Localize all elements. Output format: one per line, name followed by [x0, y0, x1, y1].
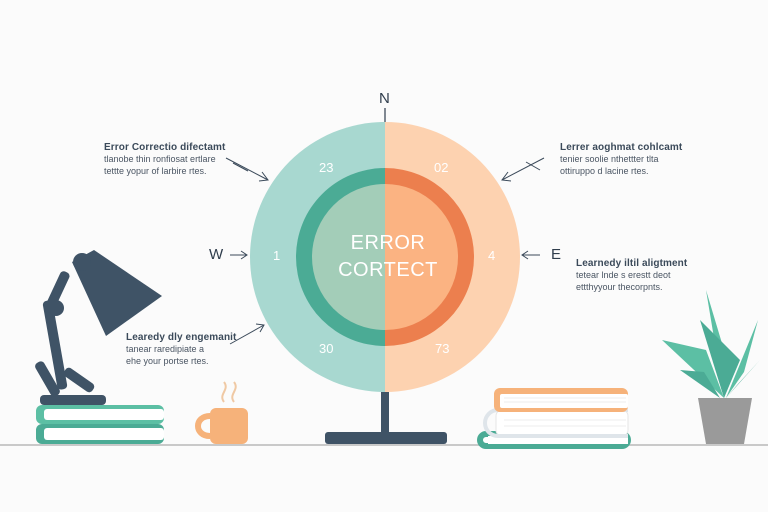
- callout-text: ottiruppo d lacine rtes.: [560, 166, 649, 176]
- callout-title: Learedy dly engemanit: [126, 332, 237, 343]
- ring-number-left: 1: [273, 248, 281, 263]
- ring-number-bottom-right: 73: [435, 341, 450, 356]
- callout-arrows: [225, 157, 545, 345]
- callout-top-left: Error Correctio difectamt tlanobe thin r…: [104, 142, 225, 177]
- callout-text: tanear raredipiate a: [126, 344, 205, 354]
- callout-right: Learnedy iltil aligtment tetear lnde s e…: [576, 258, 687, 293]
- callout-bottom-left: Learedy dly engemanit tanear raredipiate…: [126, 332, 236, 367]
- callout-title: Lerrer aoghmat cohlcamt: [560, 142, 683, 153]
- globe-stand-pole: [381, 392, 389, 432]
- ring-number-top-right: 02: [434, 160, 449, 175]
- callout-text: tenier soolie nthettter tlta: [560, 154, 659, 164]
- callout-title: Learnedy iltil aligtment: [576, 258, 688, 269]
- compass-north-label: N: [379, 90, 390, 107]
- callout-text: tettte yopur of larbire rtes.: [104, 166, 207, 176]
- potted-plant: [662, 290, 760, 444]
- ring-number-bottom-left: 30: [319, 341, 334, 356]
- center-title-line2: CORTECT: [338, 259, 438, 281]
- desk-lamp: [35, 250, 162, 405]
- callout-text: ettthyyour thecorpnts.: [576, 282, 663, 292]
- callout-title: Error Correctio difectamt: [104, 142, 226, 153]
- left-book-stack: [36, 405, 164, 444]
- compass-west-label: W: [209, 246, 224, 263]
- center-title-line1: ERROR: [350, 232, 426, 254]
- inner-core-right: [385, 184, 458, 330]
- inner-core-left: [312, 184, 385, 330]
- ring-number-top-left: 23: [319, 160, 334, 175]
- callout-top-right: Lerrer aoghmat cohlcamt tenier soolie nt…: [560, 142, 682, 177]
- callout-text: tlanobe thin ronfiosat ertlare: [104, 154, 216, 164]
- right-book-stack: [477, 388, 631, 449]
- compass-east-label: E: [551, 246, 562, 263]
- coffee-mug: [195, 381, 248, 444]
- callout-text: tetear lnde s erestt deot: [576, 270, 671, 280]
- ring-number-right: 4: [488, 248, 496, 263]
- globe-stand-base: [325, 432, 447, 444]
- callout-text: ehe your portse rtes.: [126, 356, 209, 366]
